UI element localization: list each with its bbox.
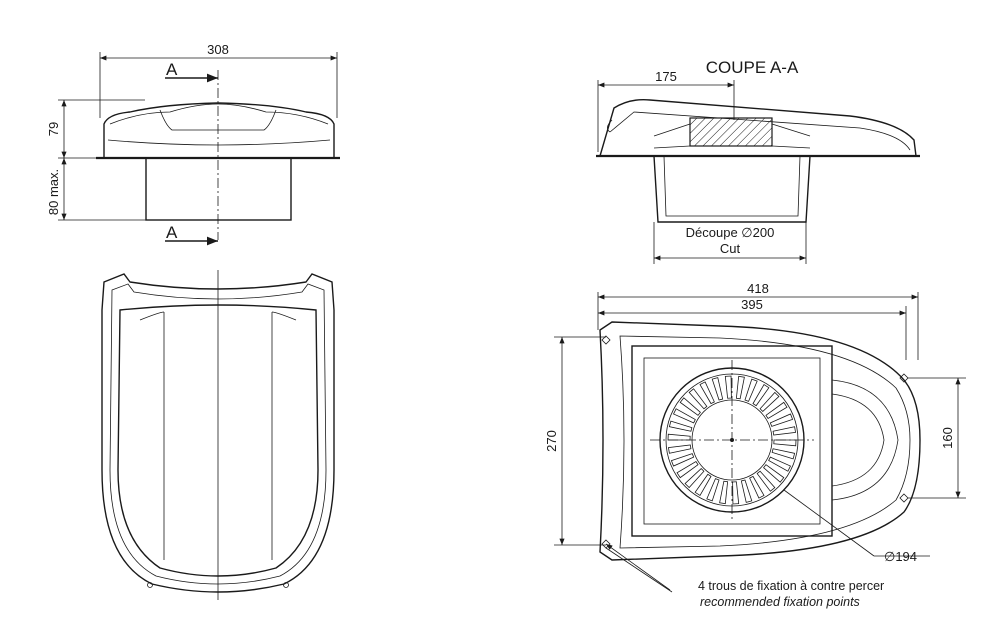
vent-fin (670, 453, 695, 467)
vent-fin (699, 381, 715, 405)
cut-200-label: Découpe ∅200 (686, 225, 775, 240)
vent-fin (668, 420, 693, 432)
vent-fin (772, 426, 797, 436)
vent-fin (773, 439, 797, 447)
vent-fin (740, 479, 753, 503)
vent-fin (684, 468, 705, 489)
fixing-span-160-label: 160 (940, 427, 955, 449)
offset-175-label: 175 (655, 69, 677, 84)
vent-fin (763, 464, 785, 483)
fixation-note-en: recommended fixation points (700, 595, 860, 609)
vent-fin (759, 391, 780, 412)
vent-fins (667, 375, 797, 505)
section-mark-top: A (166, 60, 178, 79)
vent-fin (752, 384, 770, 407)
vent-fin (706, 478, 720, 502)
vent-fin (724, 375, 732, 399)
vent-fin (676, 460, 699, 479)
vent-fin (771, 448, 796, 460)
vent-fin (765, 401, 788, 420)
top-view-right: 418 395 270 (544, 281, 966, 609)
vent-fin (688, 388, 708, 410)
plan-view-left (101, 270, 335, 600)
section-aa-view: COUPE A-A 175 Découpe ∅200 Cut (596, 58, 920, 264)
overall-width-418-label: 418 (747, 281, 769, 296)
vent-fin (711, 377, 724, 401)
fixation-note-fr: 4 trous de fixation à contre percer (698, 579, 884, 593)
vent-fin (667, 444, 692, 454)
diameter-194-label: ∅194 (884, 549, 917, 564)
vent-fin (749, 475, 765, 499)
vent-fin (768, 456, 792, 472)
fixation-holes (601, 335, 909, 549)
vent-fin (769, 413, 794, 427)
vent-fin (719, 480, 729, 505)
vent-fin (694, 473, 712, 496)
vent-fin (732, 481, 740, 505)
section-title: COUPE A-A (706, 58, 799, 77)
vent-fin (667, 433, 691, 441)
vent-fin (672, 408, 696, 424)
vent-fin (679, 397, 701, 416)
vent-fin (735, 375, 745, 400)
side-elevation-view: 308 A 79 80 max. A (46, 42, 340, 246)
height-80max-label: 80 max. (46, 169, 61, 215)
width-308-label: 308 (207, 42, 229, 57)
vent-fin (744, 378, 758, 402)
height-79-label: 79 (46, 122, 61, 136)
section-mark-bottom: A (166, 223, 178, 242)
depth-270-label: 270 (544, 430, 559, 452)
vent-fin (756, 470, 776, 492)
inner-width-395-label: 395 (741, 297, 763, 312)
cut-label-en: Cut (720, 241, 741, 256)
